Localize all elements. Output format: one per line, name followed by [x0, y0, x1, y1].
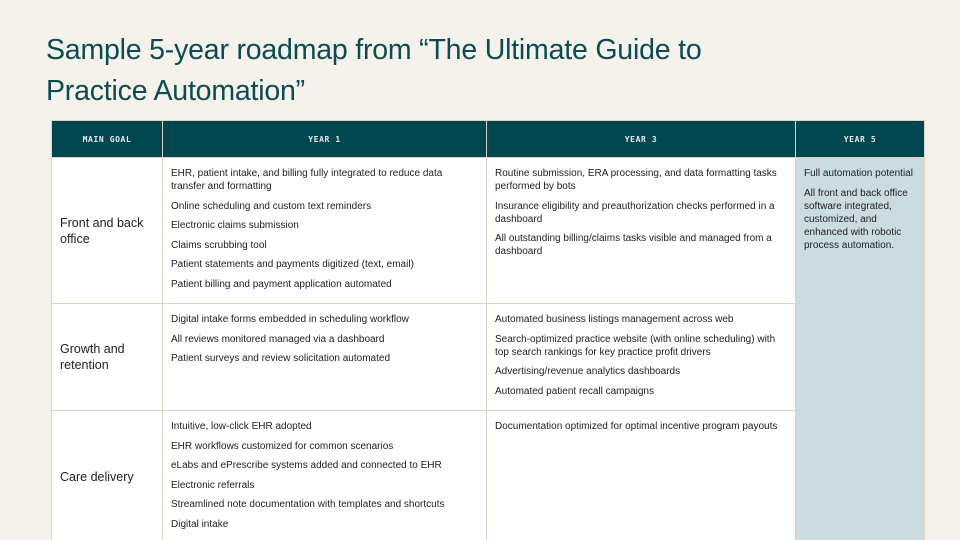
list-item: All reviews monitored managed via a dash…: [171, 333, 385, 345]
list-item: Advertising/revenue analytics dashboards: [495, 366, 681, 377]
list-item: EHR workflows customized for common scen…: [171, 440, 394, 452]
table-row-growth-retention: Growth and retention Digital intake form…: [51, 303, 925, 411]
list-item: Digital intake: [171, 518, 229, 530]
header-year-1: YEAR 1: [162, 120, 487, 158]
list-item: Patient surveys and review solicitation …: [171, 353, 391, 364]
list-item: Automated business listings management a…: [495, 314, 734, 325]
goal-cell: Growth and retention: [51, 303, 163, 411]
list-item: All outstanding billing/claims tasks vis…: [495, 233, 772, 257]
list-item: Patient billing and payment application …: [171, 278, 392, 290]
year1-cell: Digital intake forms embedded in schedul…: [162, 303, 487, 411]
year1-cell: EHR, patient intake, and billing fully i…: [162, 157, 487, 304]
table-row-care-delivery: Care delivery Intuitive, low-click EHR a…: [51, 410, 925, 540]
list-item: Intuitive, low-click EHR adopted: [171, 421, 312, 432]
list-item: Insurance eligibility and preauthorizati…: [495, 200, 775, 225]
list-item: Electronic referrals: [171, 479, 255, 491]
year1-cell: Intuitive, low-click EHR adopted EHR wor…: [162, 410, 487, 540]
list-item: Full automation potential: [804, 168, 913, 179]
year5-cell: Full automation potential All front and …: [795, 157, 925, 540]
list-item: Patient statements and payments digitize…: [171, 259, 414, 270]
year3-cell: Routine submission, ERA processing, and …: [486, 157, 796, 304]
list-item: Electronic claims submission: [171, 220, 299, 231]
goal-cell: Front and back office: [51, 157, 163, 304]
table-header-row: MAIN GOAL YEAR 1 YEAR 3 YEAR 5: [51, 120, 925, 158]
list-item: EHR, patient intake, and billing fully i…: [171, 168, 443, 192]
header-year-5: YEAR 5: [795, 120, 925, 158]
list-item: Automated patient recall campaigns: [495, 385, 654, 397]
list-item: Routine submission, ERA processing, and …: [495, 168, 777, 192]
list-item: Documentation optimized for optimal ince…: [495, 421, 778, 432]
list-item: Search-optimized practice website (with …: [495, 333, 776, 358]
roadmap-table: MAIN GOAL YEAR 1 YEAR 3 YEAR 5 Front and…: [51, 120, 925, 540]
goal-cell: Care delivery: [51, 410, 163, 540]
list-item: Online scheduling and custom text remind…: [171, 200, 372, 212]
page-title: Sample 5-year roadmap from “The Ultimate…: [46, 34, 702, 107]
list-item: Claims scrubbing tool: [171, 239, 267, 251]
list-item: All front and back office software integ…: [804, 187, 908, 251]
table-row-front-back-office: Front and back office EHR, patient intak…: [51, 157, 925, 540]
year3-cell: Automated business listings management a…: [486, 303, 796, 411]
header-main-goal: MAIN GOAL: [51, 120, 163, 158]
list-item: Digital intake forms embedded in schedul…: [171, 314, 409, 325]
list-item: eLabs and ePrescribe systems added and c…: [171, 460, 442, 471]
header-year-3: YEAR 3: [486, 120, 796, 158]
list-item: Streamlined note documentation with temp…: [171, 499, 445, 510]
year3-cell: Documentation optimized for optimal ince…: [486, 410, 796, 540]
